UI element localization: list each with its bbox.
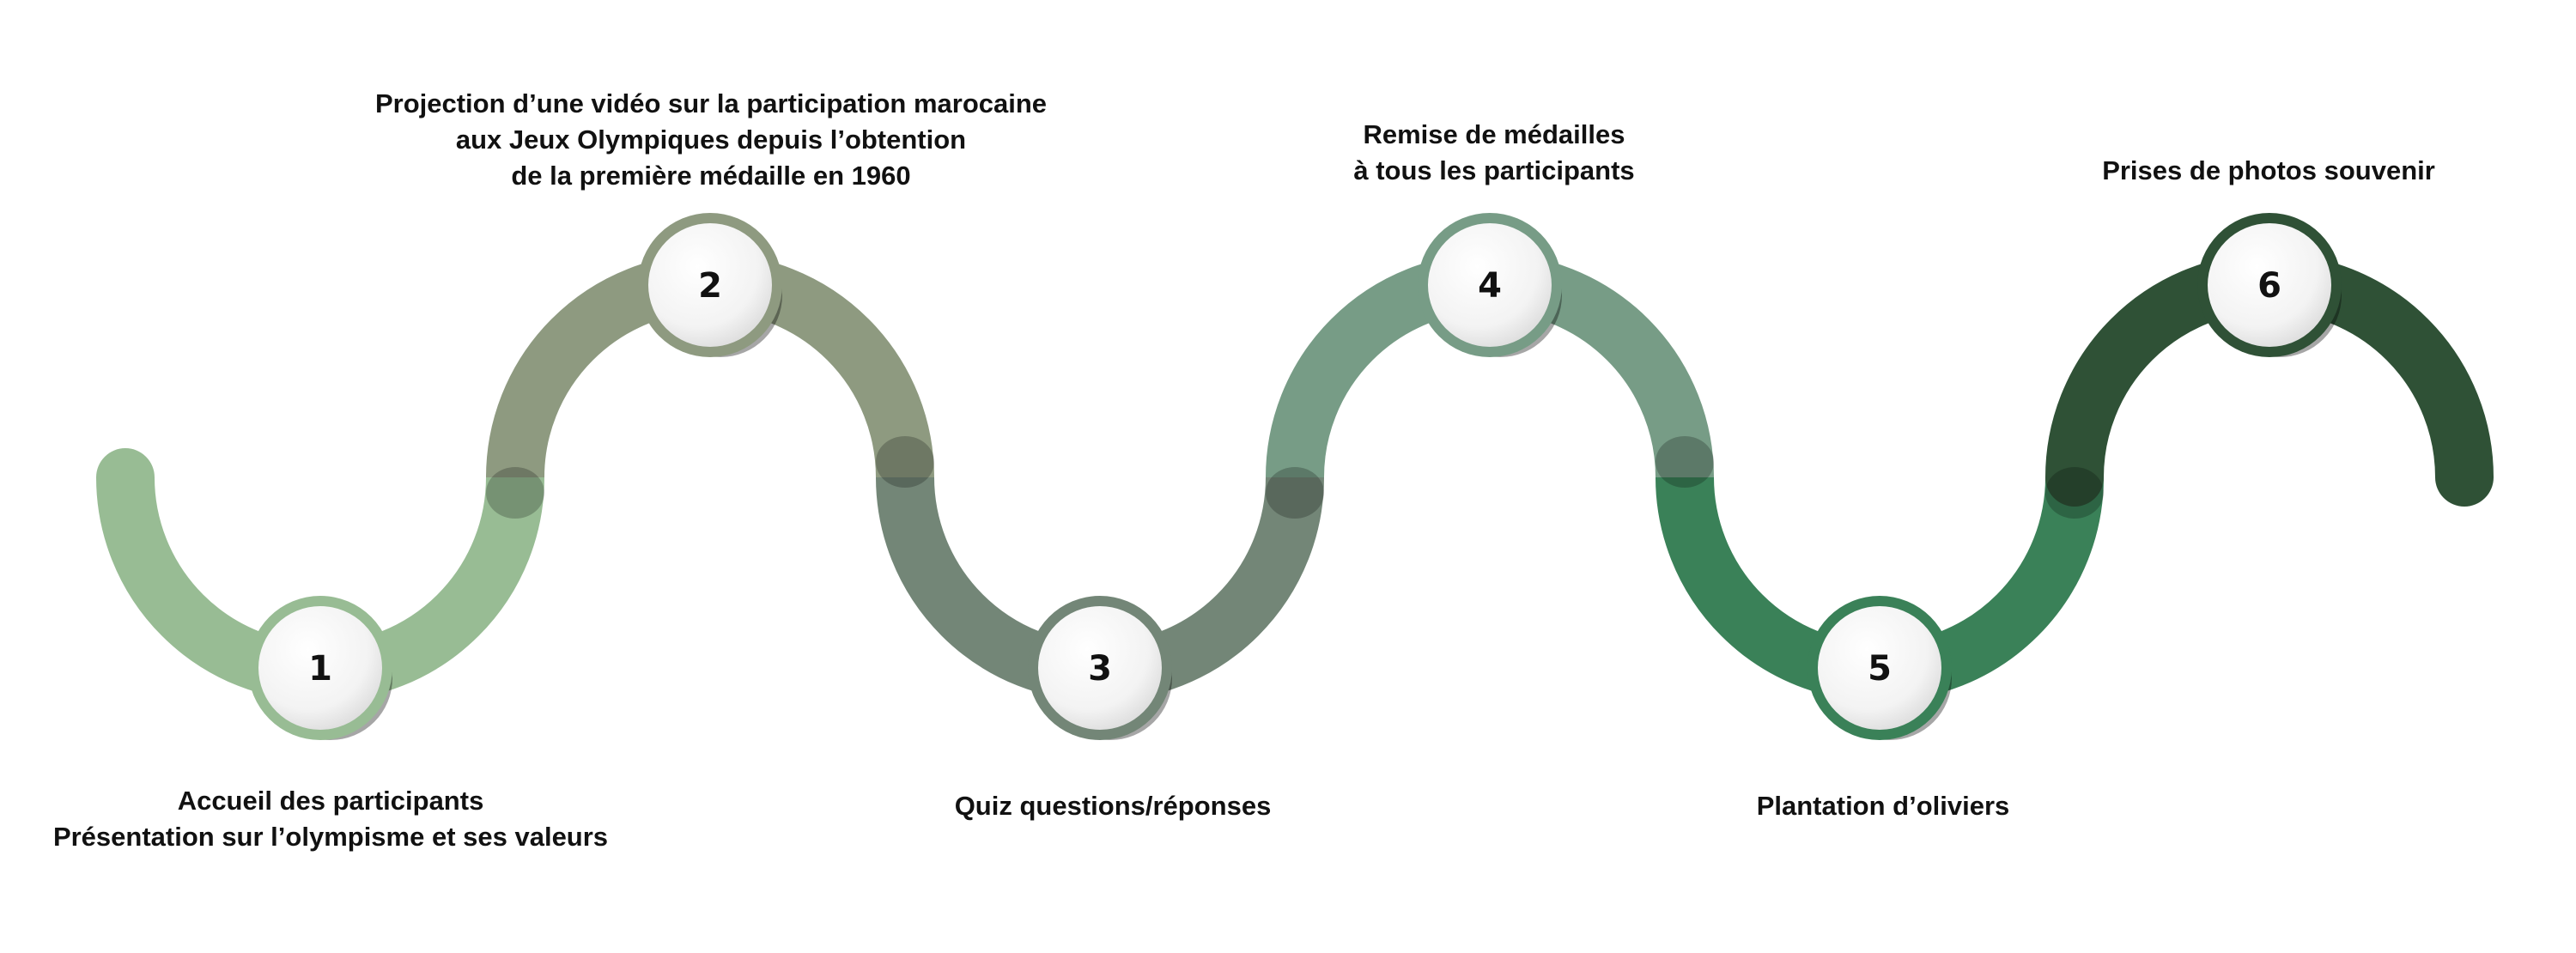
step-label-3: Quiz questions/réponses bbox=[955, 788, 1272, 824]
step-label-line: Accueil des participants bbox=[177, 786, 484, 816]
step-node-3: 3 bbox=[1028, 596, 1172, 740]
wave-joint-shadow bbox=[1656, 436, 1714, 488]
step-node-5: 5 bbox=[1807, 596, 1952, 740]
wave-joint-shadow bbox=[2045, 467, 2104, 519]
step-label-line: Projection d’une vidéo sur la participat… bbox=[374, 88, 1048, 118]
wave-joint-shadow bbox=[1266, 467, 1324, 519]
step-label-line: aux Jeux Olympiques depuis l’obtention bbox=[455, 124, 967, 155]
step-label-line: de la première médaille en 1960 bbox=[511, 161, 911, 191]
step-number: 5 bbox=[1868, 649, 1892, 689]
step-number: 6 bbox=[2257, 266, 2281, 306]
step-label-6: Prises de photos souvenir bbox=[2102, 153, 2435, 189]
step-node-face bbox=[1818, 606, 1941, 730]
step-number: 1 bbox=[308, 649, 332, 689]
step-node-6: 6 bbox=[2197, 213, 2342, 357]
step-label-line: Plantation d’oliviers bbox=[1756, 791, 2010, 821]
step-label-4: Remise de médailles à tous les participa… bbox=[1353, 117, 1634, 189]
step-node-face bbox=[1038, 606, 1162, 730]
step-node-face bbox=[2208, 223, 2331, 347]
step-number: 3 bbox=[1088, 649, 1112, 689]
step-node-face bbox=[1428, 223, 1552, 347]
step-label-1: Accueil des participants Présentation su… bbox=[53, 783, 608, 855]
step-number: 4 bbox=[1478, 266, 1502, 306]
step-label-line: Prises de photos souvenir bbox=[2102, 155, 2435, 185]
step-node-face bbox=[648, 223, 772, 347]
step-label-line: Présentation sur l’olympisme et ses vale… bbox=[52, 822, 609, 852]
wave-joint-shadow bbox=[876, 436, 934, 488]
step-number: 2 bbox=[698, 266, 722, 306]
step-label-2: Projection d’une vidéo sur la participat… bbox=[375, 86, 1047, 194]
step-label-line: Remise de médailles bbox=[1363, 119, 1625, 149]
step-node-4: 4 bbox=[1418, 213, 1562, 357]
wave-joint-shadow bbox=[486, 467, 544, 519]
step-label-line: à tous les participants bbox=[1353, 155, 1635, 185]
step-node-face bbox=[258, 606, 382, 730]
step-node-1: 1 bbox=[248, 596, 392, 740]
step-label-5: Plantation d’oliviers bbox=[1757, 788, 2010, 824]
step-node-2: 2 bbox=[638, 213, 782, 357]
wave-track bbox=[96, 253, 2494, 701]
step-label-line: Quiz questions/réponses bbox=[954, 791, 1272, 821]
